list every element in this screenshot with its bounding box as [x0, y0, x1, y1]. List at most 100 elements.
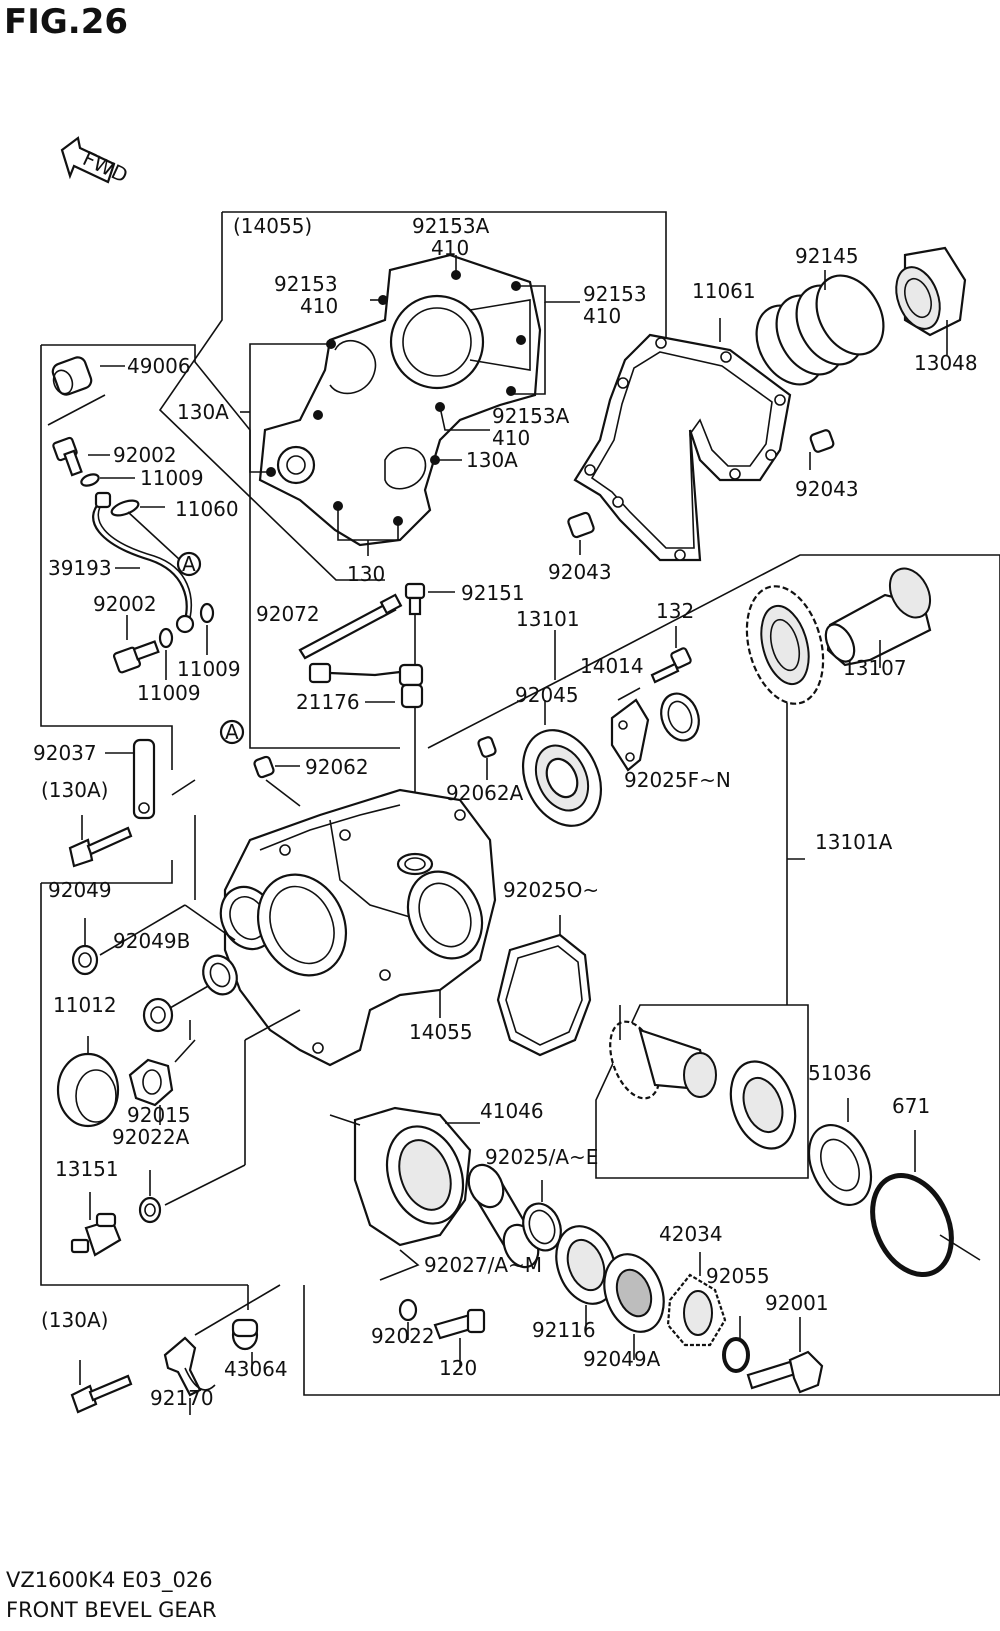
misc-leaders	[171, 779, 621, 1336]
label-92015: 92015	[127, 1103, 191, 1127]
washer-92022	[379, 1249, 420, 1340]
shim-92025FN	[660, 692, 700, 742]
seal-51036	[807, 1098, 873, 1206]
label-92049A: 92049A	[583, 1347, 661, 1371]
cap-11012	[56, 1036, 120, 1128]
label-92022A: 92022A	[112, 1125, 190, 1149]
label-92045: 92045	[515, 683, 579, 707]
label-92055: 92055	[706, 1264, 770, 1288]
coupling-13048	[895, 246, 967, 355]
front-cover-14055	[240, 253, 580, 556]
oil-pipe-39193	[92, 491, 195, 634]
label-92049: 92049	[48, 878, 112, 902]
label-13101: 13101	[516, 607, 580, 631]
label-92153-right: 92153	[583, 282, 647, 306]
label-41046: 41046	[480, 1099, 544, 1123]
fitting-49006	[47, 356, 125, 426]
clamp-band-92072	[298, 593, 403, 660]
label-14055-group: (14055)	[233, 214, 312, 238]
fwd-arrow-icon: FWD	[60, 136, 132, 188]
speed-sensor-21176	[308, 662, 424, 709]
shaft-13107	[824, 567, 932, 668]
union-bolt-92002-top	[52, 436, 110, 477]
gasket-11061	[573, 318, 792, 562]
label-14014: 14014	[580, 654, 644, 678]
bolt-92001	[746, 1317, 824, 1394]
label-130A-callout-2: (130A)	[41, 1308, 108, 1332]
clamp-11060	[110, 499, 181, 561]
grommet-43064	[231, 1318, 259, 1370]
gear-42034	[666, 1252, 727, 1347]
label-92025O: 92025O~	[503, 878, 599, 902]
group-outlines	[40, 211, 1000, 1396]
bracket-92037	[105, 738, 156, 820]
washer-92022A	[138, 1164, 246, 1224]
label-11009-bottom: 11009	[137, 681, 201, 705]
label-92170: 92170	[150, 1386, 214, 1410]
label-49006: 49006	[127, 354, 191, 378]
label-92037: 92037	[33, 741, 97, 765]
callout-a-letter-2: A	[225, 720, 239, 744]
plug-92062A	[477, 736, 497, 780]
bolt-132	[650, 626, 692, 684]
label-11061: 11061	[692, 279, 756, 303]
label-92025FN: 92025F~N	[624, 768, 731, 792]
label-13107: 13107	[843, 656, 907, 680]
callout-a-mid: A	[219, 719, 245, 745]
label-92151: 92151	[461, 581, 525, 605]
label-21176: 21176	[296, 690, 360, 714]
label-13048: 13048	[914, 351, 978, 375]
retainer-14014	[610, 687, 650, 772]
label-92153-left: 92153	[274, 272, 338, 296]
union-bolt-92002-bottom	[112, 615, 160, 674]
shim-92025AE	[522, 1180, 562, 1252]
washer-11009-right	[199, 602, 215, 655]
label-51036: 51036	[808, 1061, 872, 1085]
seal-ring-housing	[202, 954, 238, 996]
label-13151: 13151	[55, 1157, 119, 1181]
label-13101A: 13101A	[815, 830, 893, 854]
ring-gear-13101	[554, 585, 825, 705]
label-39193: 39193	[48, 556, 112, 580]
spring-92145	[755, 270, 885, 386]
label-92153A-top: 92153A	[412, 214, 490, 238]
label-92043-left: 92043	[548, 560, 612, 584]
part-labels: (14055) 92153A 410 92153 410 92153 410 1…	[33, 214, 978, 1410]
label-11060: 11060	[175, 497, 239, 521]
figure-name: FRONT BEVEL GEAR	[6, 1598, 217, 1622]
label-43064: 43064	[224, 1357, 288, 1381]
label-410-bottom: 410	[492, 426, 530, 450]
seal-92049	[71, 918, 99, 976]
washer-11009-top	[80, 473, 135, 487]
label-92027AM: 92027/A~M	[424, 1253, 542, 1277]
bearing-92116	[555, 1225, 617, 1330]
label-132: 132	[656, 599, 694, 623]
callout-a-letter: A	[182, 552, 196, 576]
dowel-pin-92043-left	[567, 511, 595, 555]
label-92001: 92001	[765, 1291, 829, 1315]
label-14055: 14055	[409, 1020, 473, 1044]
bolt-130A-lower	[70, 1360, 133, 1414]
o-ring-92055	[722, 1316, 750, 1373]
seal-92049B	[99, 904, 211, 1033]
pinion-assembly	[609, 1020, 797, 1150]
label-410-left: 410	[300, 294, 338, 318]
label-92049B: 92049B	[113, 929, 190, 953]
label-410-right: 410	[583, 304, 621, 328]
gasket-92025O	[496, 915, 592, 1057]
label-92002-top: 92002	[113, 443, 177, 467]
label-130A-right: 130A	[466, 448, 518, 472]
bolt-120	[433, 1308, 486, 1368]
label-92153A-bottom: 92153A	[492, 404, 570, 428]
label-42034: 42034	[659, 1222, 723, 1246]
callout-a-top: A	[176, 551, 202, 577]
breather-13151	[70, 1192, 122, 1257]
label-130: 130	[347, 562, 385, 586]
bearing-92045	[522, 700, 602, 827]
model-code: VZ1600K4 E03_026	[6, 1568, 213, 1592]
label-120: 120	[439, 1356, 477, 1380]
washer-11009-bottom	[158, 627, 174, 680]
housing-14055	[219, 788, 497, 1067]
label-92062: 92062	[305, 755, 369, 779]
label-92145: 92145	[795, 244, 859, 268]
